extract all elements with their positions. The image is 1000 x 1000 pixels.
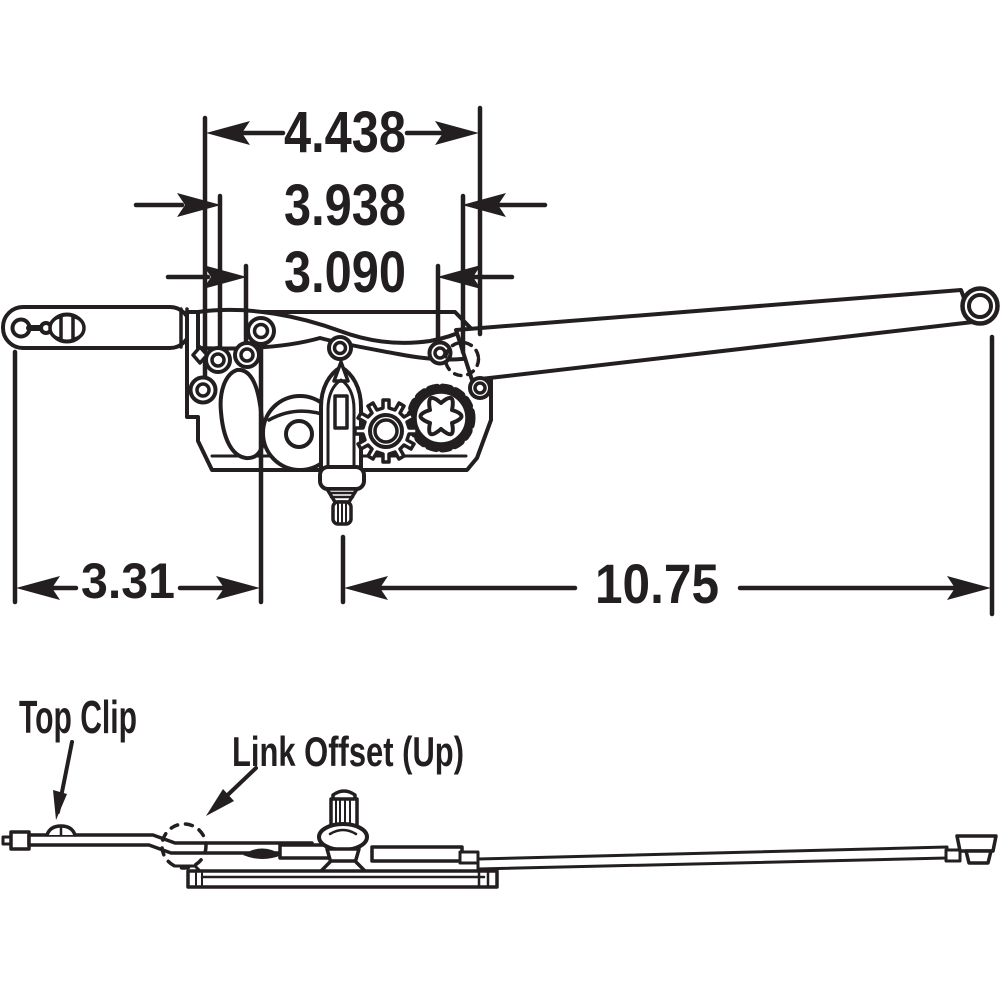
dimension-mid-width: 3.938 <box>133 173 548 238</box>
worm-shaft-stud <box>318 465 366 526</box>
dimension-overall-width: 4.438 <box>206 100 479 165</box>
arrowhead-right <box>947 576 991 600</box>
arrowhead-left <box>16 576 60 600</box>
dim-overall-width-label: 4.438 <box>284 100 406 165</box>
spur-gear <box>353 398 419 464</box>
operator-side-view <box>1 789 998 889</box>
arrowhead-left <box>462 193 506 217</box>
arrowhead-right <box>203 265 247 289</box>
dim-left-span-label: 3.31 <box>81 553 175 609</box>
dim-inner-width-label: 3.090 <box>284 240 406 305</box>
arrowhead-left <box>206 121 250 145</box>
dashed-hole-marker <box>443 340 481 378</box>
dimension-inner-width: 3.090 <box>165 240 515 305</box>
rivets <box>188 316 492 405</box>
operator-top-view <box>1 286 1000 526</box>
worm-gear-column <box>319 360 363 471</box>
side-long-arm <box>476 845 949 871</box>
callout-link-offset: Link Offset (Up) <box>206 728 464 816</box>
arrowhead-right <box>435 121 479 145</box>
side-base-plate <box>173 864 499 889</box>
rivet-boss-left <box>243 848 282 859</box>
leader-arrowhead <box>53 790 67 820</box>
side-splined-shaft <box>313 789 373 879</box>
long-crank-arm <box>454 286 1000 382</box>
extension-lines <box>12 105 995 617</box>
arrowhead-left <box>437 265 481 289</box>
dim-mid-width-label: 3.938 <box>284 173 406 238</box>
arrowhead-left <box>344 576 388 600</box>
link-offset-label: Link Offset (Up) <box>232 728 464 775</box>
leader-arrowhead <box>206 789 234 816</box>
top-clip-label: Top Clip <box>19 691 137 743</box>
callout-top-clip: Top Clip <box>19 691 137 820</box>
side-left-link <box>1 824 314 855</box>
link-offset-marker <box>160 822 208 870</box>
dim-arm-span-label: 10.75 <box>595 552 719 615</box>
left-link-arm <box>1 305 192 350</box>
dimension-arm-span: 10.75 <box>344 552 991 615</box>
sector-gear <box>406 383 476 453</box>
arm-end-cap <box>955 834 998 853</box>
diamond-hole <box>191 345 209 365</box>
arrowhead-right <box>216 576 260 600</box>
star-cam <box>418 395 464 437</box>
dimension-left-span: 3.31 <box>16 553 260 609</box>
side-link-plates <box>370 834 998 871</box>
arrowhead-right <box>177 193 221 217</box>
